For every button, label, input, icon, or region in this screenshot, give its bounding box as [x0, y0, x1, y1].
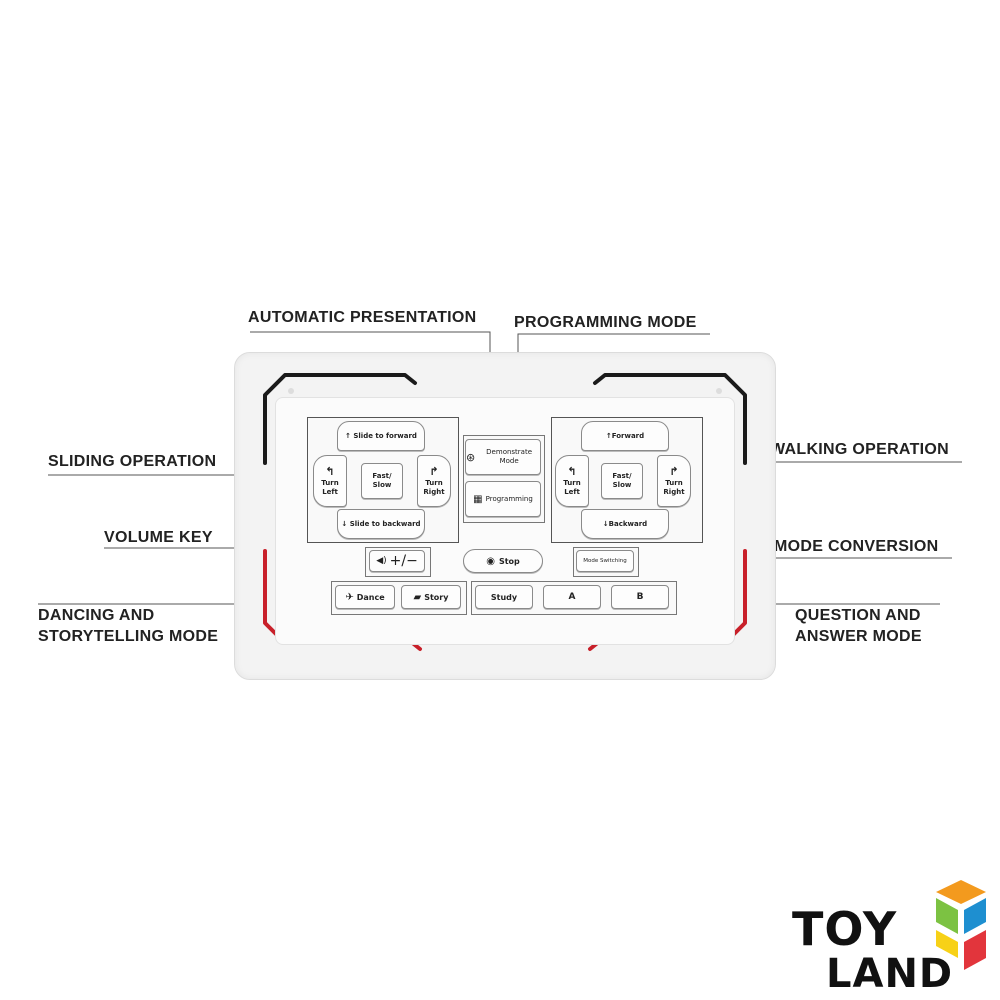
- left-turn-left-button[interactable]: ↰ Turn Left: [313, 455, 347, 507]
- forward-label: Forward: [611, 431, 645, 440]
- left-fast-slow-label: Fast/ Slow: [372, 472, 392, 489]
- forward-button[interactable]: ↑Forward: [581, 421, 669, 451]
- volume-button[interactable]: ◀) +/−: [369, 550, 425, 572]
- label-qa-line2: ANSWER MODE: [795, 628, 922, 645]
- mode-switching-label: Mode Switching: [583, 557, 627, 564]
- logo-text-land: LAND: [826, 951, 954, 997]
- mode-switching-button[interactable]: Mode Switching: [576, 550, 634, 572]
- speaker-icon: ◀): [376, 555, 387, 566]
- slide-backward-button[interactable]: ↓ Slide to backward: [337, 509, 425, 539]
- cube-logo-icon: [936, 880, 986, 970]
- backward-button[interactable]: ↓Backward: [581, 509, 669, 539]
- label-qa-line1: QUESTION AND: [795, 607, 921, 624]
- left-turn-left-label: Turn Left: [321, 478, 339, 496]
- dance-label: Dance: [356, 592, 385, 602]
- label-walking-operation: WALKING OPERATION: [770, 441, 950, 458]
- stop-label: Stop: [498, 556, 520, 566]
- turn-left-arrow-icon: ↰: [325, 464, 335, 478]
- film-reel-icon: ⊛: [466, 450, 476, 464]
- blocks-icon: ▦: [473, 493, 483, 505]
- label-programming-mode: PROGRAMMING MODE: [514, 314, 697, 331]
- demonstrate-mode-button[interactable]: ⊛ Demonstrate Mode: [465, 439, 541, 475]
- stop-button[interactable]: ◉ Stop: [463, 549, 543, 573]
- b-label: B: [636, 591, 644, 602]
- dancer-icon: ✈: [345, 591, 354, 603]
- slide-forward-button[interactable]: ↑ Slide to forward: [337, 421, 425, 451]
- left-turn-right-label: Turn Right: [423, 478, 445, 496]
- demonstrate-mode-label: Demonstrate Mode: [486, 448, 533, 465]
- arrow-down-icon: ↓: [341, 519, 350, 528]
- label-automatic-presentation: AUTOMATIC PRESENTATION: [248, 309, 477, 326]
- toyland-logo: TOY LAND: [790, 880, 1000, 1000]
- book-icon: ▰: [413, 591, 422, 603]
- study-button[interactable]: Study: [475, 585, 533, 609]
- right-turn-left-label: Turn Left: [563, 478, 581, 496]
- stop-icon: ◉: [486, 555, 495, 567]
- story-label: Story: [424, 592, 449, 602]
- controller-device: ↑ Slide to forward ↰ Turn Left Fast/ Slo…: [234, 352, 776, 680]
- backward-arrow-icon: ↓: [602, 519, 609, 528]
- a-label: A: [568, 591, 576, 602]
- backward-label: Backward: [608, 519, 648, 528]
- programming-button[interactable]: ▦ Programming: [465, 481, 541, 517]
- b-button[interactable]: B: [611, 585, 669, 609]
- label-dancing-line2: STORYTELLING MODE: [38, 628, 219, 645]
- label-dancing-line1: DANCING AND: [38, 607, 155, 624]
- slide-forward-label: Slide to forward: [353, 431, 417, 440]
- dance-button[interactable]: ✈ Dance: [335, 585, 395, 609]
- left-turn-right-button[interactable]: ↱ Turn Right: [417, 455, 451, 507]
- slide-backward-label: Slide to backward: [349, 519, 421, 528]
- arrow-up-icon: ↑: [345, 431, 354, 440]
- right-fast-slow-label: Fast/ Slow: [612, 472, 632, 489]
- logo-text-toy: TOY: [792, 902, 898, 956]
- label-sliding-operation: SLIDING OPERATION: [48, 453, 217, 470]
- right-fast-slow-button[interactable]: Fast/ Slow: [601, 463, 643, 499]
- right-turn-left-button[interactable]: ↰ Turn Left: [555, 455, 589, 507]
- study-label: Study: [490, 592, 518, 602]
- turn-right-arrow-icon: ↱: [429, 464, 439, 478]
- turn-left-arrow-icon: ↰: [567, 464, 577, 478]
- volume-label: +/−: [389, 553, 418, 569]
- right-turn-right-button[interactable]: ↱ Turn Right: [657, 455, 691, 507]
- left-fast-slow-button[interactable]: Fast/ Slow: [361, 463, 403, 499]
- forward-arrow-icon: ↑: [605, 431, 612, 440]
- a-button[interactable]: A: [543, 585, 601, 609]
- right-turn-right-label: Turn Right: [663, 478, 685, 496]
- label-volume-key: VOLUME KEY: [104, 529, 213, 546]
- programming-label: Programming: [485, 494, 533, 503]
- turn-right-arrow-icon: ↱: [669, 464, 679, 478]
- label-mode-conversion: MODE CONVERSION: [774, 538, 939, 555]
- story-button[interactable]: ▰ Story: [401, 585, 461, 609]
